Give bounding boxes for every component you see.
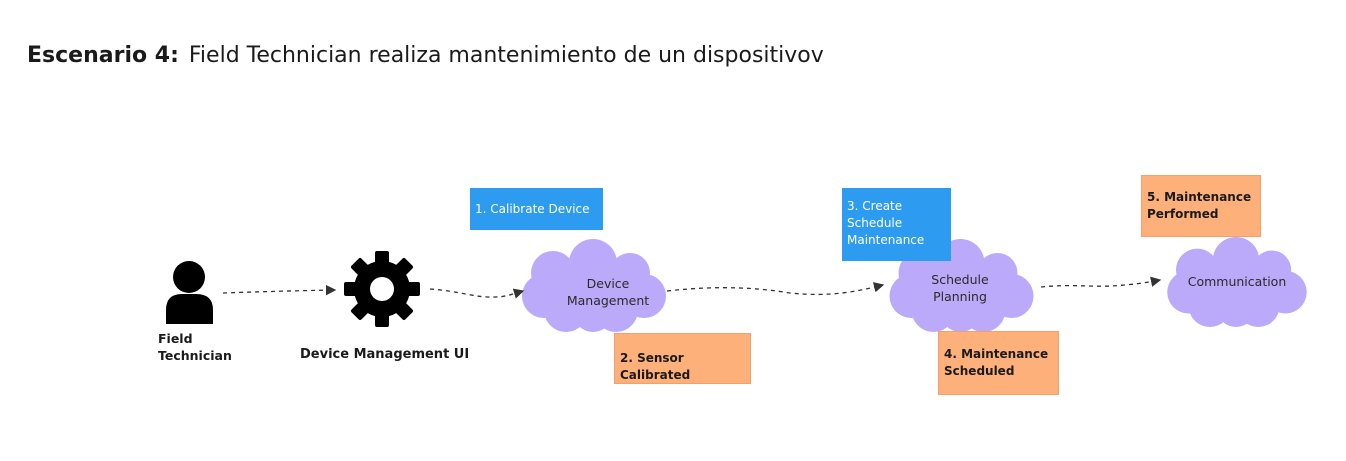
note-maintenance-scheduled: 4. Maintenance Scheduled xyxy=(938,331,1059,395)
note-create-schedule-maintenance: 3. Create Schedule Maintenance xyxy=(842,188,951,261)
note-maintenance-performed: 5. Maintenance Performed xyxy=(1141,175,1261,237)
gear-icon xyxy=(344,251,420,327)
cloud-label-communication: Communication xyxy=(1187,274,1287,289)
note-calibrate-device: 1. Calibrate Device xyxy=(470,188,603,230)
arrow-ui-to-device-management xyxy=(429,288,525,299)
note-sensor-calibrated: 2. Sensor Calibrated xyxy=(614,333,751,384)
cloud-label-schedule-planning: Schedule Planning xyxy=(931,272,989,304)
title-prefix: Escenario 4: xyxy=(27,43,179,68)
arrow-schedule-to-communication xyxy=(1040,276,1162,288)
ui-component-label: Device Management UI xyxy=(300,347,470,362)
page-title: Escenario 4: Field Technician realiza man… xyxy=(27,43,824,68)
actor-label: Field Technician xyxy=(158,331,232,363)
title-text: Field Technician realiza mantenimiento d… xyxy=(188,43,824,68)
person-icon xyxy=(166,261,213,324)
arrow-device-management-to-schedule xyxy=(666,282,885,296)
cloud-label-device-management: Device Management xyxy=(566,276,650,308)
arrow-actor-to-ui xyxy=(222,284,337,296)
